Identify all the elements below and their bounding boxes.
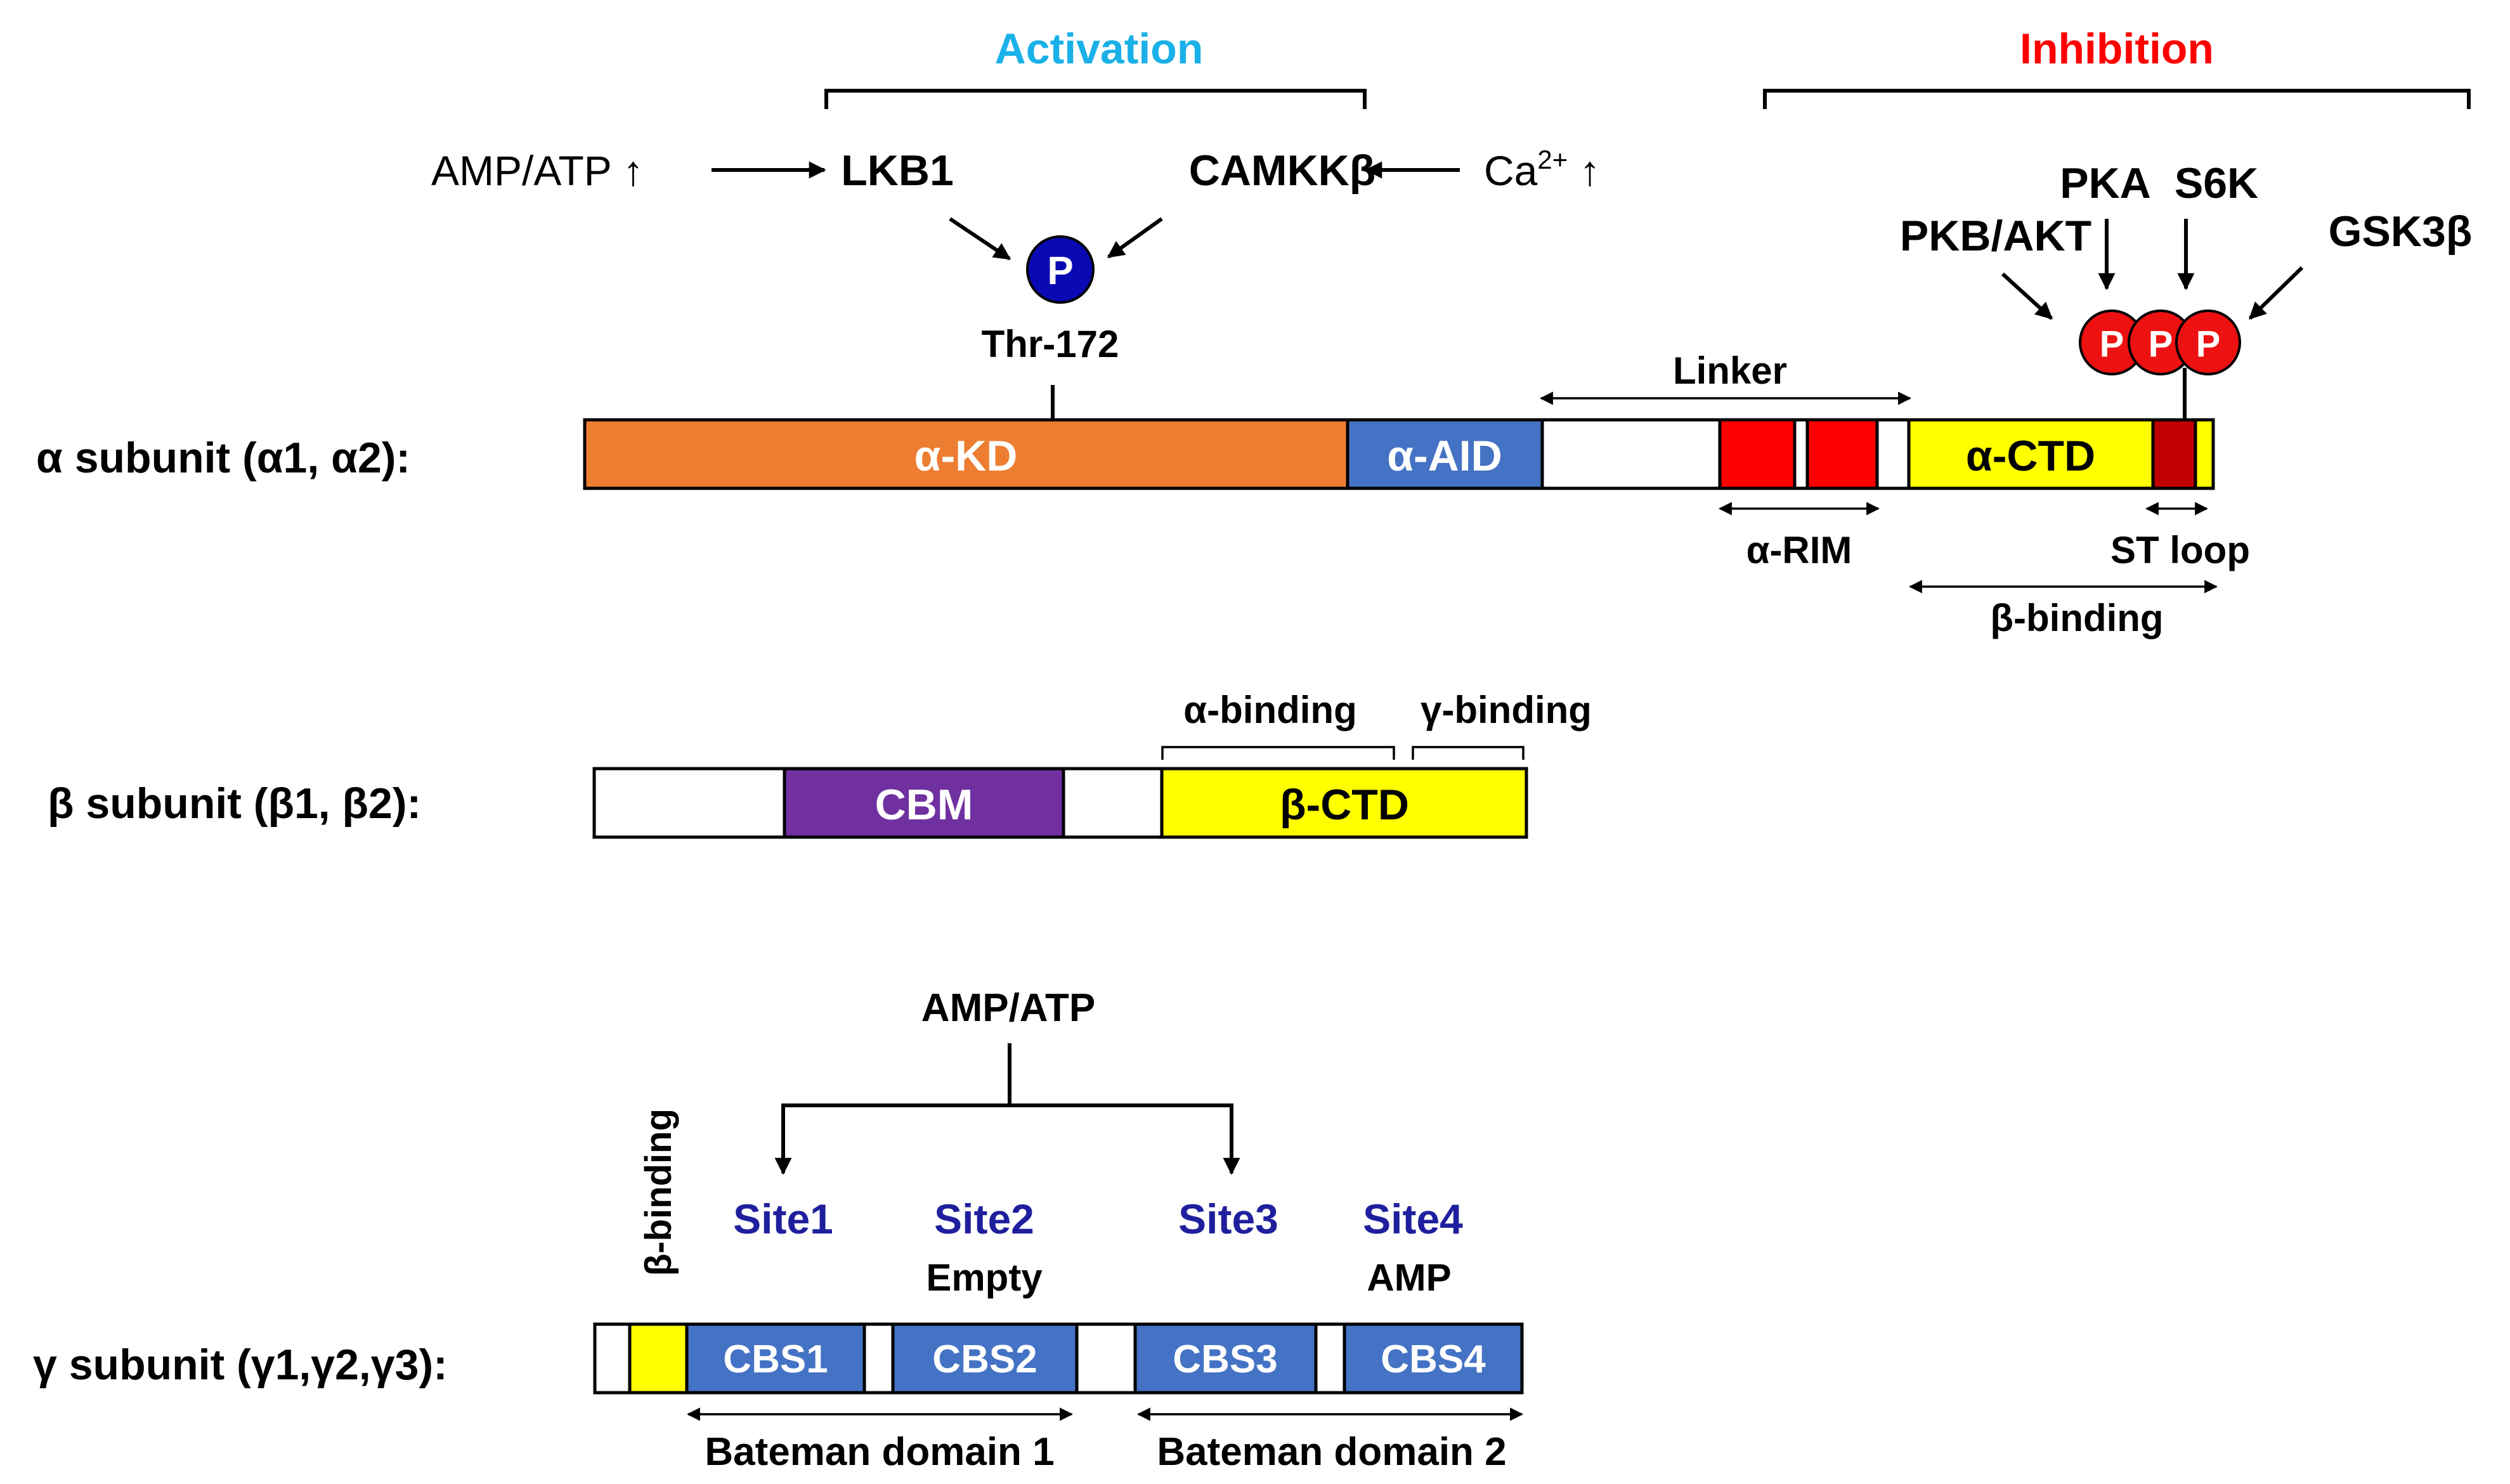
alpha-linker-gap bbox=[1793, 418, 1809, 490]
gamma-gap-1 bbox=[862, 1322, 895, 1395]
beta-domain-bar bbox=[592, 767, 1528, 839]
svg-text:P: P bbox=[2196, 323, 2221, 365]
thr172-phosphate-label: P bbox=[1047, 249, 1073, 293]
amp-atp-ratio-label: AMP/ATP ↑ bbox=[431, 147, 644, 194]
alpha-beta-binding-label: β-binding bbox=[1990, 597, 2163, 639]
alpha-rim-segment-2 bbox=[1805, 418, 1879, 490]
alpha-kd-label: α-KD bbox=[914, 432, 1018, 480]
camkk-beta-label: CAMKKβ bbox=[1189, 146, 1376, 195]
site2-label: Site2 bbox=[934, 1195, 1034, 1242]
alpha-rim-label: α-RIM bbox=[1746, 529, 1852, 571]
inhibition-title: Inhibition bbox=[2020, 25, 2214, 73]
alpha-linker-segment-2 bbox=[1875, 418, 1911, 490]
thr172-label: Thr-172 bbox=[982, 323, 1119, 365]
svg-text:P: P bbox=[2149, 323, 2173, 365]
alpha-aid-domain bbox=[1346, 418, 1544, 490]
gamma-subunit-label: γ subunit (γ1,γ2,γ3): bbox=[33, 1341, 448, 1389]
lkb1-label: LKB1 bbox=[841, 146, 954, 195]
activation-bracket bbox=[824, 89, 1367, 109]
gamma-beta-binding-label: β-binding bbox=[638, 1109, 679, 1276]
cbs4-domain bbox=[1343, 1322, 1524, 1395]
beta-alpha-binding-label: α-binding bbox=[1183, 689, 1356, 731]
beta-subunit-label: β subunit (β1, β2): bbox=[48, 779, 421, 828]
pkb-arrow bbox=[2001, 272, 2053, 320]
activation-title: Activation bbox=[995, 25, 1204, 73]
gamma-gap-3 bbox=[1314, 1322, 1346, 1395]
gamma-beta-binding-segment bbox=[628, 1322, 689, 1395]
alpha-subunit-label: α subunit (α1, α2): bbox=[36, 434, 410, 482]
linker-label: Linker bbox=[1673, 349, 1787, 392]
cbs3-domain bbox=[1133, 1322, 1318, 1395]
amp-atp-fork bbox=[774, 1103, 1240, 1175]
alpha-rim-segment-1 bbox=[1718, 418, 1797, 490]
cbs2-label: CBS2 bbox=[932, 1338, 1037, 1381]
cbs1-label: CBS1 bbox=[723, 1338, 828, 1381]
alpha-linker-segment-1 bbox=[1540, 418, 1722, 490]
cbs4-label: CBS4 bbox=[1381, 1338, 1486, 1381]
bateman2-label: Bateman domain 2 bbox=[1157, 1430, 1506, 1474]
beta-gamma-binding-bracket bbox=[1412, 746, 1525, 760]
gsk-arrow bbox=[2248, 266, 2304, 320]
inhibitory-phosphate-2: P bbox=[2128, 309, 2194, 375]
thr172-phosphate: P bbox=[1026, 235, 1095, 304]
pkb-akt-label: PKB/AKT bbox=[1900, 212, 2091, 260]
pka-label: PKA bbox=[2060, 159, 2151, 207]
cbs2-domain bbox=[891, 1322, 1079, 1395]
alpha-ctd-label: α-CTD bbox=[1966, 432, 2095, 480]
gamma-domain-bar bbox=[593, 1322, 1524, 1395]
site4-label: Site4 bbox=[1363, 1195, 1463, 1242]
beta-alpha-binding-bracket bbox=[1161, 746, 1395, 760]
st-loop-label: ST loop bbox=[2110, 529, 2250, 571]
calcium-label: Ca2+ ↑ bbox=[1484, 145, 1601, 194]
gamma-amp-atp-label: AMP/ATP bbox=[921, 986, 1095, 1030]
camkk-to-p-arrow bbox=[1107, 217, 1163, 259]
gsk3-beta-label: GSK3β bbox=[2329, 207, 2473, 256]
site1-label: Site1 bbox=[733, 1195, 833, 1242]
svg-text:P: P bbox=[2100, 323, 2124, 365]
beta-gamma-binding-label: γ-binding bbox=[1421, 689, 1592, 731]
s6k-label: S6K bbox=[2175, 159, 2258, 207]
beta-n-terminal-segment bbox=[592, 767, 786, 839]
inhibition-bracket bbox=[1763, 89, 2471, 109]
site4-state-label: AMP bbox=[1367, 1256, 1451, 1299]
beta-ctd-domain bbox=[1160, 767, 1528, 839]
lkb1-to-p-arrow bbox=[949, 217, 1011, 261]
alpha-domain-bar bbox=[583, 418, 2215, 490]
beta-cbm-label: CBM bbox=[875, 781, 973, 829]
inhibitory-phosphate-3: P bbox=[2175, 309, 2241, 375]
alpha-aid-label: α-AID bbox=[1387, 432, 1502, 480]
alpha-ctd-tail bbox=[2194, 418, 2215, 490]
bateman1-label: Bateman domain 1 bbox=[705, 1430, 1054, 1474]
gamma-gap-2 bbox=[1075, 1322, 1137, 1395]
beta-ctd-label: β-CTD bbox=[1280, 781, 1409, 829]
site3-label: Site3 bbox=[1178, 1195, 1278, 1242]
site2-state-label: Empty bbox=[926, 1256, 1043, 1299]
cbs3-label: CBS3 bbox=[1173, 1338, 1277, 1381]
alpha-kd-domain bbox=[583, 418, 1349, 490]
beta-linker-segment bbox=[1062, 767, 1164, 839]
alpha-st-loop-segment bbox=[2151, 418, 2197, 490]
gamma-n-terminal-segment bbox=[593, 1322, 632, 1395]
